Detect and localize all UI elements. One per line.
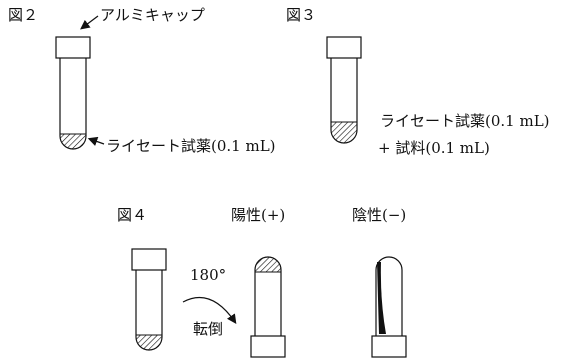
fig2-cap-arrow	[80, 15, 99, 30]
fig4-rotation-arrow	[182, 296, 237, 324]
fig4-title: 図４	[117, 206, 147, 224]
fig2-reagent-fill	[60, 134, 86, 149]
fig2-aluminum-cap	[55, 36, 91, 59]
fig2-cap-callout: アルミキャップ	[80, 6, 205, 30]
fig3-test-tube	[326, 36, 362, 144]
fig4-upright-tube	[131, 248, 167, 351]
fig4-upright-cap	[131, 248, 167, 271]
fig2-title: 図２	[8, 6, 38, 24]
fig3-reagent-label: ライセート試薬(0.1 mL)	[380, 112, 550, 130]
fig2-reagent-callout: ライセート試薬(0.1 mL)	[87, 136, 276, 155]
fig4-positive-gel	[255, 257, 281, 272]
fig2-test-tube	[55, 36, 91, 150]
fig3-mixture-fill	[331, 122, 357, 143]
fig2-cap-label: アルミキャップ	[100, 6, 205, 24]
fig4-positive-tube	[250, 256, 286, 358]
fig4-negative-tube-body	[375, 256, 403, 336]
fig2-reagent-arrow	[87, 136, 105, 146]
fig2-reagent-label: ライセート試薬(0.1 mL)	[106, 137, 276, 155]
fig4-positive-cap	[250, 335, 286, 358]
fig4-upright-fill	[136, 335, 162, 350]
fig4-rotation-label: 転倒	[193, 320, 223, 338]
fig3-title: 図３	[286, 6, 316, 24]
fig4-negative-tube	[371, 256, 407, 358]
fig3-aluminum-cap	[326, 36, 362, 59]
fig4-positive-label: 陽性(+)	[231, 206, 285, 224]
fig4-negative-label: 陰性(−)	[352, 206, 406, 224]
fig4-negative-liquid-streak	[377, 262, 386, 334]
fig3-sample-label: + 試料(0.1 mL)	[378, 139, 490, 157]
fig4-rotation-degree: 180°	[190, 266, 226, 284]
fig4-negative-cap	[371, 335, 407, 358]
